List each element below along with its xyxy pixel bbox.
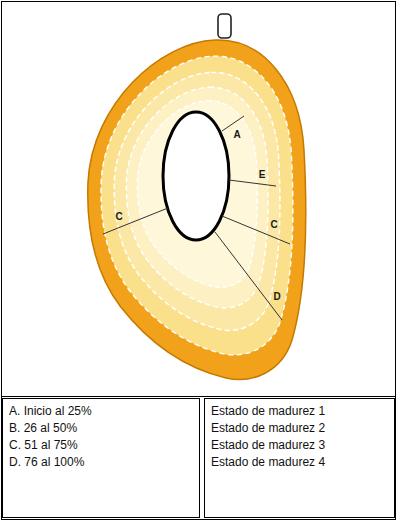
marker-line <box>229 180 276 186</box>
legend-line: Estado de madurez 1 <box>211 403 388 420</box>
marker-line <box>222 116 244 131</box>
marker-line <box>222 216 290 244</box>
legend-line: D. 76 al 100% <box>9 454 193 471</box>
legend-line: C. 51 al 75% <box>9 437 193 454</box>
flesh-band-b <box>126 87 268 308</box>
marker-line <box>103 208 168 234</box>
divider-line <box>2 396 396 397</box>
legend-line: Estado de madurez 2 <box>211 420 388 437</box>
flesh-band-d <box>101 56 293 355</box>
ring-letter: C <box>269 219 278 230</box>
flesh-band-a <box>137 101 257 288</box>
ring-letter: E <box>258 169 267 180</box>
marker-line <box>215 232 282 320</box>
mango-skin <box>88 40 306 380</box>
legend-line: Estado de madurez 3 <box>211 437 388 454</box>
legend-line: A. Inicio al 25% <box>9 403 193 420</box>
ring-letter: A <box>232 129 241 140</box>
flesh-band-c <box>114 72 280 330</box>
mango-stem <box>218 14 231 38</box>
legend-cell: A. Inicio al 25%B. 26 al 50%C. 51 al 75%… <box>2 398 200 518</box>
ring-markers <box>103 116 290 320</box>
ring-letter: D <box>272 291 281 302</box>
mango-seed <box>163 112 229 240</box>
ring-letter: C <box>114 211 123 222</box>
legend-line: Estado de madurez 4 <box>211 454 388 471</box>
legend-line: B. 26 al 50% <box>9 420 193 437</box>
legend-cell: Estado de madurez 1Estado de madurez 2Es… <box>204 398 395 518</box>
